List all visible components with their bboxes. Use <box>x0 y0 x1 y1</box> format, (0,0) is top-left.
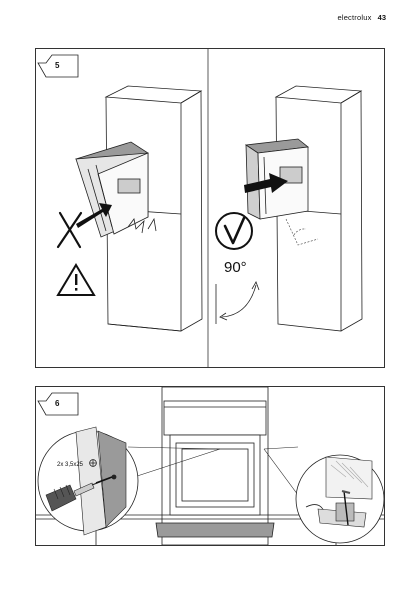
step-6-illustration <box>36 387 384 545</box>
zoom-lines <box>127 446 299 496</box>
screw-detail-circle <box>37 426 139 536</box>
cross-icon <box>56 211 83 249</box>
kitchen-cabinets <box>36 387 384 545</box>
wrong-direction-arrow <box>76 203 112 228</box>
tilt-detail <box>285 218 319 246</box>
screw-spec-label: 2x 3,5x25 <box>57 462 84 468</box>
angle-label-90: 90° <box>224 259 247 276</box>
warning-triangle-icon <box>56 263 96 296</box>
step-tab-shape <box>37 392 79 416</box>
brand-name: electrolux <box>337 13 372 22</box>
checkmark-circle-icon <box>215 212 253 250</box>
step-6-panel: 6 2x 3,5x25 <box>35 386 385 546</box>
step-5-illustration <box>37 49 363 367</box>
oven-tilted-left <box>75 141 149 238</box>
hinge-detail-circle <box>295 454 384 544</box>
screwdriver-icon <box>45 476 113 512</box>
step-5-number: 5 <box>55 61 60 70</box>
page-header: electrolux 43 <box>337 13 386 22</box>
damage-sparks <box>127 217 157 234</box>
step-tab-shape <box>37 54 79 78</box>
insert-arrow-icon <box>244 173 288 193</box>
page-number: 43 <box>377 13 386 22</box>
phillips-head-icon <box>89 459 97 467</box>
angle-bracket <box>215 281 260 324</box>
step-5-panel: 5 90° <box>35 48 385 368</box>
step-6-number: 6 <box>55 399 60 408</box>
